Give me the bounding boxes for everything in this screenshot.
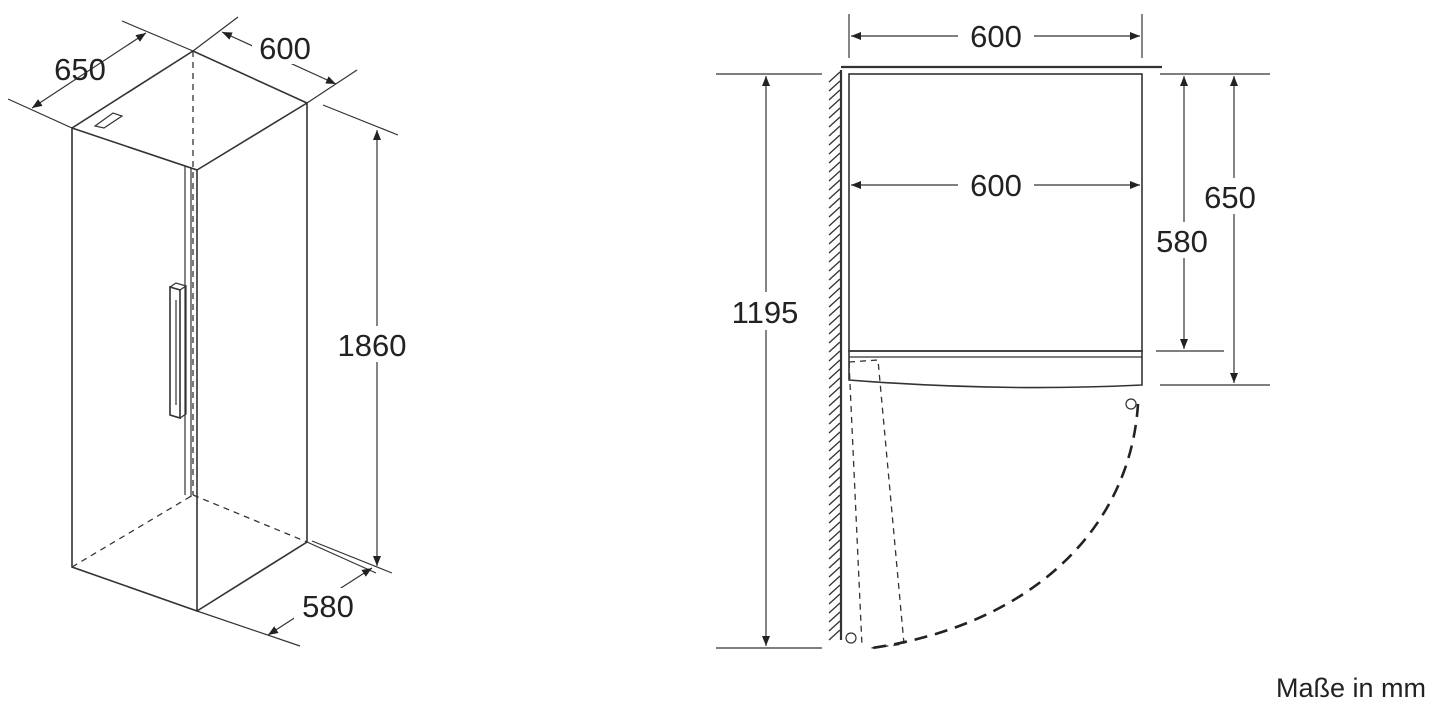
door-swing-arc <box>871 403 1140 650</box>
iso-height-label: 1860 <box>338 328 407 363</box>
hatch-line <box>828 431 841 443</box>
hatch-line <box>828 125 841 137</box>
hatch-line <box>828 206 841 218</box>
hatch-line <box>828 386 841 398</box>
hatch-line <box>828 494 841 506</box>
door-closed <box>848 350 1143 389</box>
hatch-line <box>828 584 841 596</box>
plan-view: 600 600 580 650 1195 <box>716 14 1270 650</box>
wall-hatching <box>828 71 841 641</box>
hatch-line <box>828 377 841 389</box>
hatch-line <box>828 80 841 92</box>
hatch-line <box>828 359 841 371</box>
hatch-line <box>828 224 841 236</box>
hatch-line <box>828 233 841 245</box>
hatch-line <box>828 593 841 605</box>
cabinet-body-plan <box>848 73 1143 352</box>
hatch-line <box>828 458 841 470</box>
hatch-line <box>828 98 841 110</box>
hatch-line <box>828 161 841 173</box>
hatch-line <box>828 323 841 335</box>
hatch-line <box>828 476 841 488</box>
hatch-line <box>828 188 841 200</box>
hatch-line <box>828 548 841 560</box>
hatch-line <box>828 287 841 299</box>
isometric-view: 650 600 1860 580 <box>7 16 414 647</box>
plan-body-depth-label: 580 <box>1156 224 1208 259</box>
hatch-line <box>828 503 841 515</box>
hatch-line <box>828 116 841 128</box>
hatch-line <box>828 530 841 542</box>
hatch-line <box>828 422 841 434</box>
cabinet-front-face <box>71 126 198 613</box>
hatch-line <box>828 449 841 461</box>
units-note: Maße in mm <box>1276 673 1426 703</box>
hatch-line <box>828 107 841 119</box>
hatch-line <box>828 296 841 308</box>
hatch-line <box>828 197 841 209</box>
hatch-line <box>828 611 841 623</box>
iso-width-label: 650 <box>54 52 106 87</box>
plan-inner-width-label: 600 <box>970 168 1022 203</box>
hatch-line <box>828 629 841 641</box>
hatch-line <box>828 314 841 326</box>
hatch-line <box>828 521 841 533</box>
hatch-line <box>828 557 841 569</box>
hatch-line <box>828 350 841 362</box>
cabinet-side-face <box>196 101 308 612</box>
plan-outer-width-label: 600 <box>970 19 1022 54</box>
hatch-line <box>828 440 841 452</box>
plan-total-depth-label: 650 <box>1204 180 1256 215</box>
hatch-line <box>828 332 841 344</box>
hatch-line <box>828 278 841 290</box>
hatch-line <box>828 242 841 254</box>
door-handle <box>169 282 188 420</box>
hatch-line <box>828 305 841 317</box>
iso-depth-label: 600 <box>259 31 311 66</box>
plan-door-swing-label: 1195 <box>732 295 799 330</box>
hatch-line <box>828 134 841 146</box>
door-hinge-top <box>93 112 124 129</box>
hatch-line <box>828 341 841 353</box>
hatch-line <box>828 413 841 425</box>
hatch-line <box>828 152 841 164</box>
hatch-line <box>828 143 841 155</box>
hatch-line <box>828 269 841 281</box>
hatch-line <box>828 602 841 614</box>
hatch-line <box>828 395 841 407</box>
hatch-line <box>828 512 841 524</box>
hatch-line <box>828 179 841 191</box>
door-open-dashed <box>848 359 905 649</box>
hatch-line <box>828 251 841 263</box>
iso-bottom-label: 580 <box>302 589 354 624</box>
hatch-line <box>828 71 841 83</box>
hatch-line <box>828 566 841 578</box>
hatch-line <box>828 539 841 551</box>
hatch-line <box>828 467 841 479</box>
hatch-line <box>828 620 841 632</box>
hatch-line <box>828 404 841 416</box>
hatch-line <box>828 215 841 227</box>
hatch-line <box>828 170 841 182</box>
hatch-line <box>828 368 841 380</box>
hatch-line <box>828 485 841 497</box>
hatch-line <box>828 575 841 587</box>
hatch-line <box>828 89 841 101</box>
hatch-line <box>828 260 841 272</box>
